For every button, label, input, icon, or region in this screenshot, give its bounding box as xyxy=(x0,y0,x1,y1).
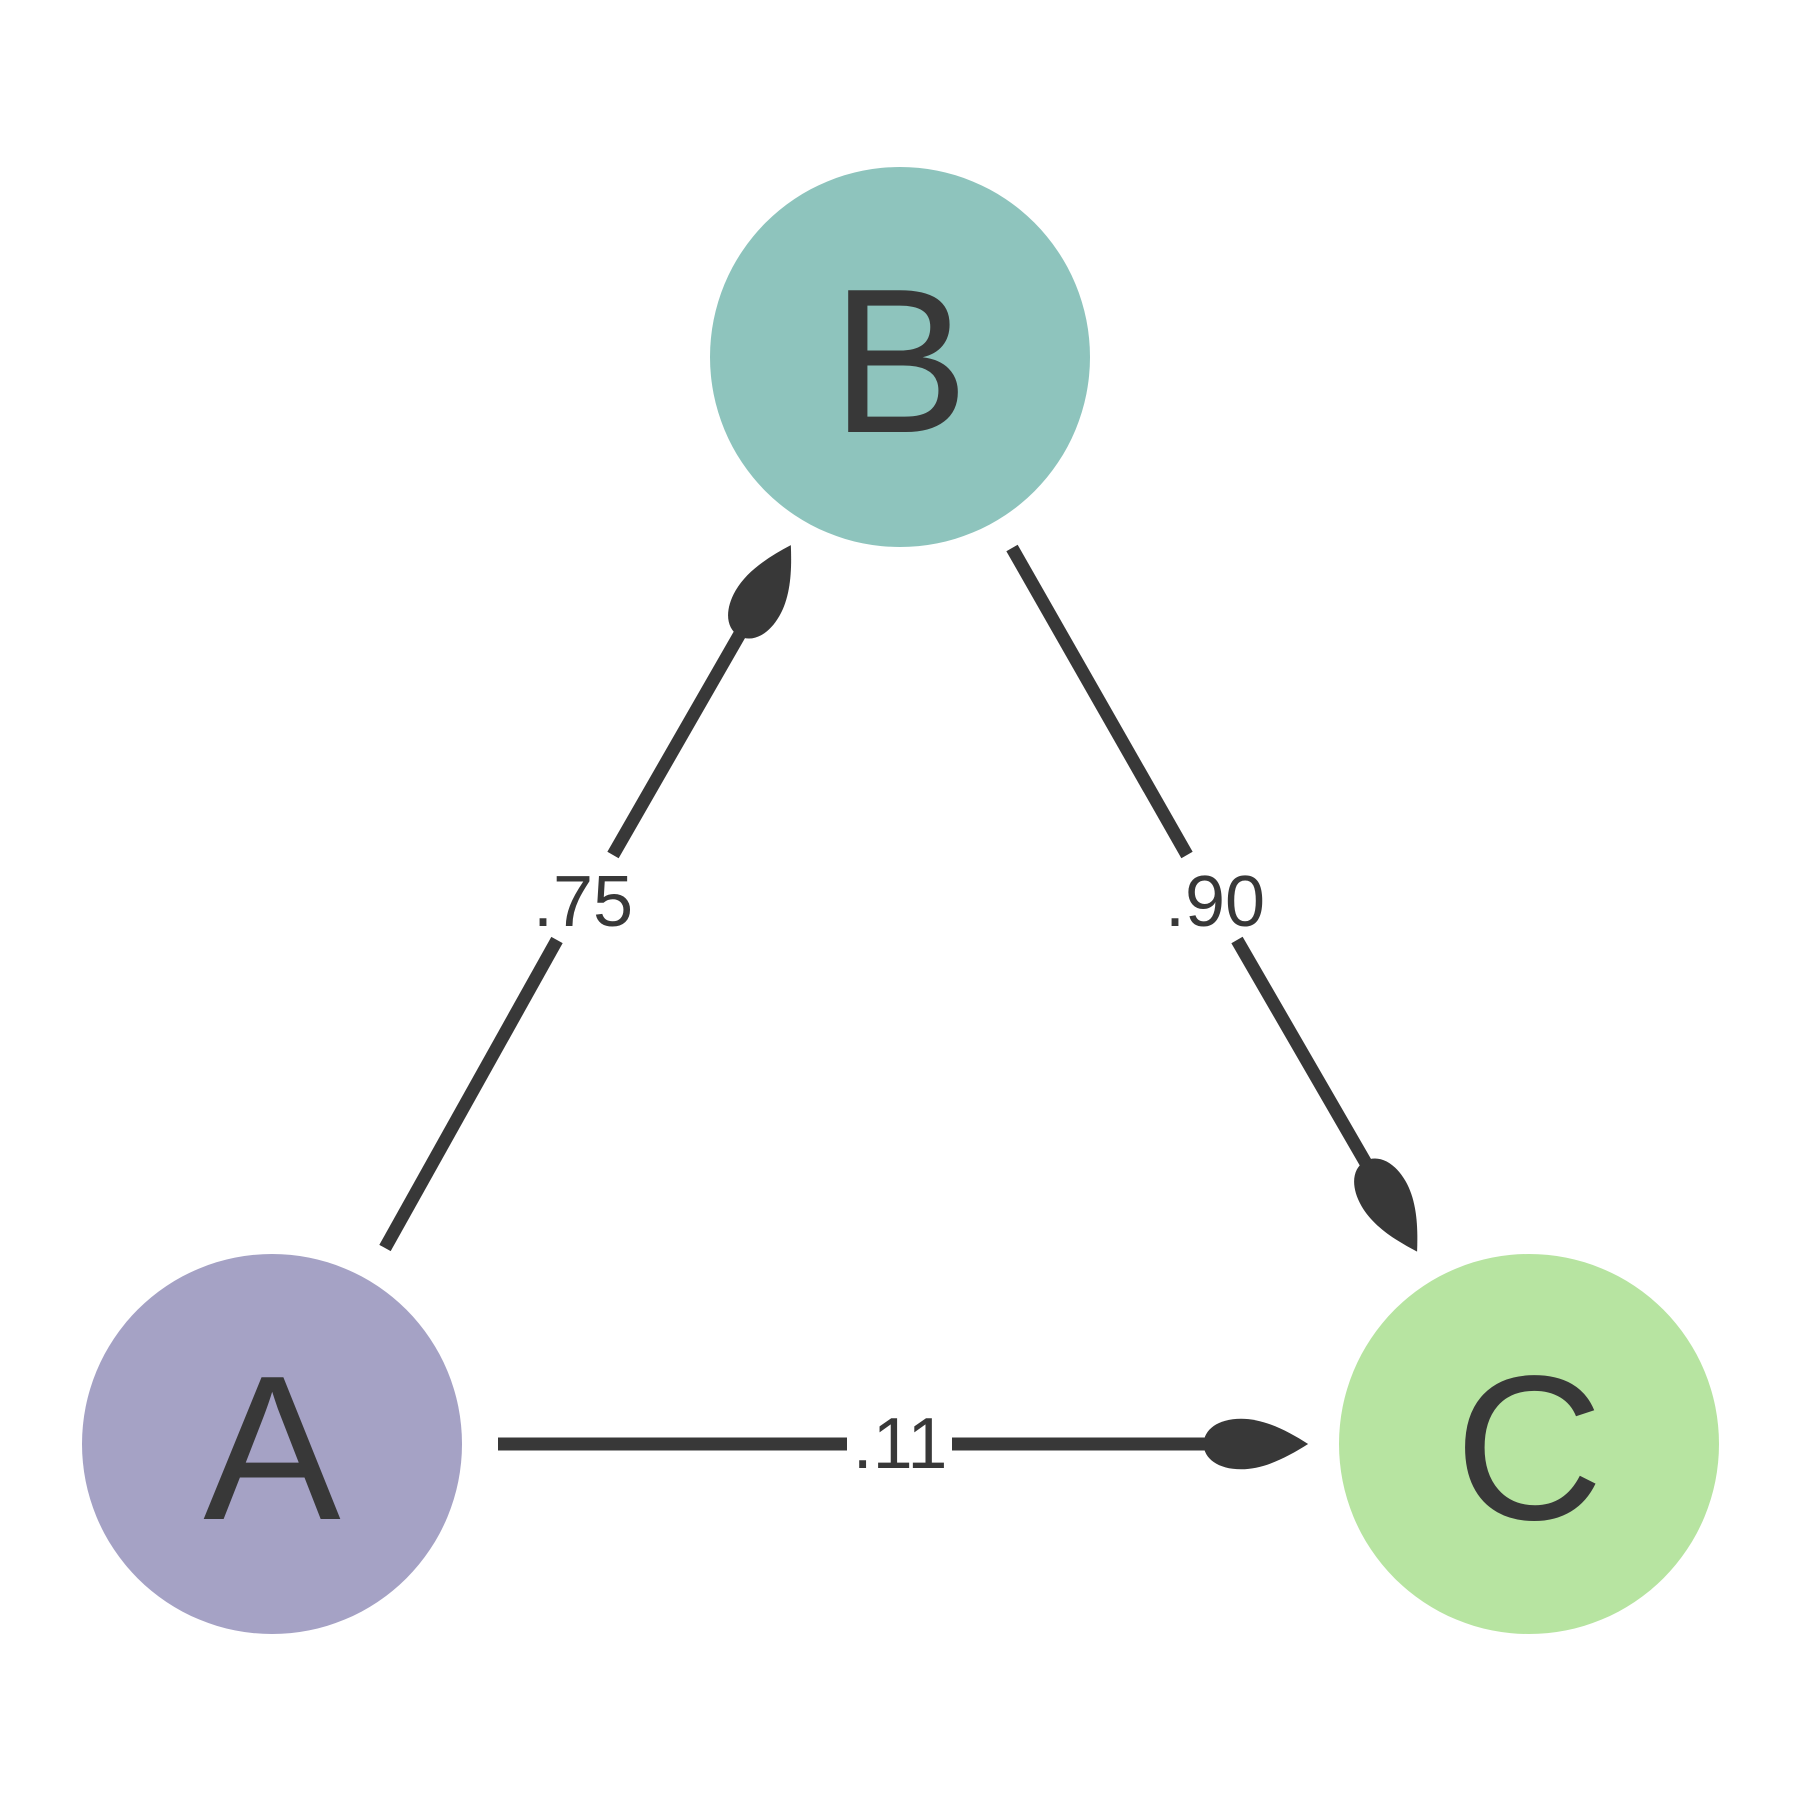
edge-b-to-c: .90 xyxy=(1006,544,1418,1252)
node-a-label: A xyxy=(203,1333,340,1563)
edge-a-to-b-segment-upper xyxy=(607,545,792,859)
edge-a-to-c-weight-label: .11 xyxy=(853,1404,948,1484)
node-a: A xyxy=(82,1254,462,1634)
node-b: B xyxy=(710,167,1090,547)
edge-b-to-c-segment-lower xyxy=(1231,936,1418,1252)
edge-a-to-b-weight-label: .75 xyxy=(533,862,633,942)
edge-b-to-c-segment-upper xyxy=(1006,544,1193,859)
edge-a-to-c: .11 xyxy=(498,1404,1309,1484)
node-c-circle xyxy=(1339,1254,1719,1634)
node-a-circle xyxy=(82,1254,462,1634)
edge-a-to-b: .75 xyxy=(379,545,792,1252)
edge-b-to-c-weight-label: .90 xyxy=(1165,862,1265,942)
node-c: C xyxy=(1339,1254,1719,1634)
node-b-label: B xyxy=(831,246,968,476)
node-c-label: C xyxy=(1455,1333,1604,1563)
node-b-circle xyxy=(710,167,1090,547)
edge-a-to-b-segment-lower xyxy=(379,936,563,1252)
